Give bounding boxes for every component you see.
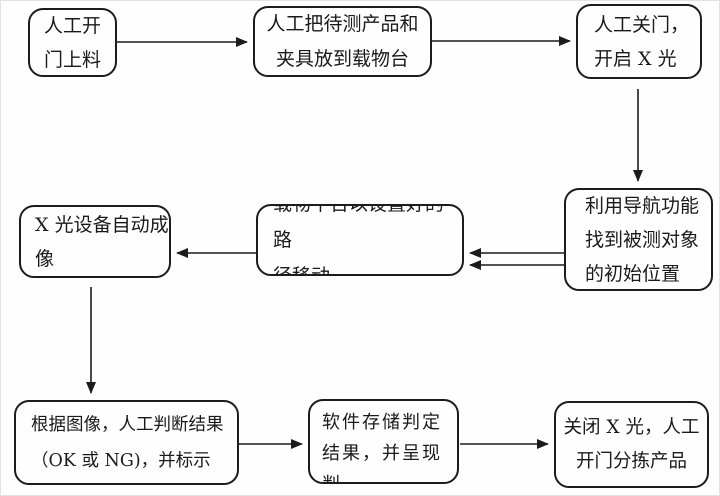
flow-node-software-store-result: 软件存储判定 结果，并呈现判 定结果图	[308, 399, 459, 484]
flow-node-label: 根据图像，人工判断结果 （OK 或 NG)，并标示	[31, 414, 224, 471]
flow-node-close-door-start-xray: 人工关门， 开启 X 光	[576, 4, 702, 79]
flow-node-label: X 光设备自动成 像	[35, 213, 169, 270]
flow-node-close-xray-sort: 关闭 X 光，人工 开门分拣产品	[554, 401, 709, 488]
flow-node-manual-open-door-load: 人工开 门上料	[28, 8, 117, 77]
flow-node-label: 利用导航功能 找到被测对象 的初始位置	[585, 194, 700, 285]
flow-node-xray-auto-imaging: X 光设备自动成 像	[19, 205, 171, 278]
flow-node-label: 软件存储判定 结果，并呈现判 定结果图	[322, 412, 442, 482]
flow-node-label: 关闭 X 光，人工 开门分拣产品	[563, 416, 700, 472]
flow-node-label: 载物平台以设置好的路 径移动	[273, 204, 445, 276]
flow-node-manual-judge-result: 根据图像，人工判断结果 （OK 或 NG)，并标示	[14, 400, 239, 485]
flow-node-label: 人工关门， 开启 X 光	[594, 13, 690, 70]
flow-node-label: 人工把待测产品和 夹具放到载物台	[266, 12, 419, 70]
flow-node-navigate-initial-pos: 利用导航功能 找到被测对象 的初始位置	[564, 188, 713, 291]
flow-node-label: 人工开 门上料	[43, 14, 101, 71]
flow-node-place-product-fixture: 人工把待测产品和 夹具放到载物台	[253, 6, 432, 77]
flow-node-platform-move-path: 载物平台以设置好的路 径移动	[256, 204, 464, 276]
